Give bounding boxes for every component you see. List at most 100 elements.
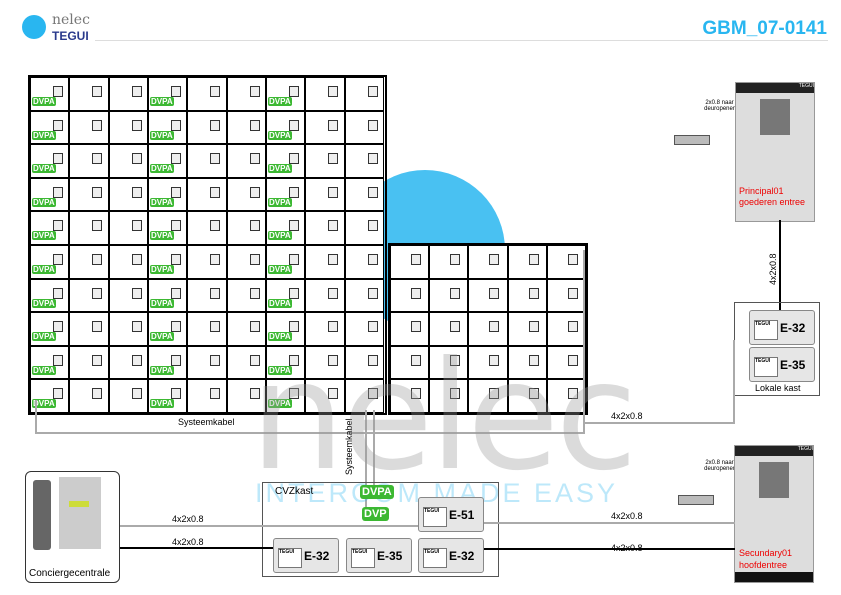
intercom-phone-icon [328, 321, 339, 333]
handset-icon [33, 480, 51, 550]
cable [483, 522, 735, 524]
apartment-cell [187, 245, 227, 279]
dvpa-label: DVPA [150, 97, 174, 106]
apartment-cell [305, 379, 345, 413]
intercom-phone-icon [131, 254, 142, 265]
system-cable [35, 400, 37, 434]
secondary-name: Secundary01 [739, 548, 793, 558]
dvpa-label: DVPA [32, 231, 56, 241]
apartment-cell [468, 379, 508, 413]
system-cable [35, 432, 585, 434]
logo-icon [22, 15, 46, 39]
panel-base [735, 572, 813, 582]
cable-label: 4x2x0.8 [611, 543, 643, 553]
apartment-cell [108, 379, 148, 413]
cable [733, 340, 735, 424]
dvpa-label: DVPA [150, 298, 174, 308]
intercom-phone-icon [367, 220, 378, 232]
dvpa-label: DVPA [268, 265, 292, 274]
dvpa-label: DVPA [150, 130, 174, 140]
intercom-phone-icon [210, 186, 221, 198]
intercom-phone-icon [367, 321, 378, 333]
intercom-phone-icon [289, 86, 299, 97]
apartment-cell [468, 312, 508, 346]
apartment-cell [429, 345, 469, 380]
apartment-cell [305, 110, 345, 145]
principal-name: Principal01 [739, 186, 784, 196]
intercom-phone-icon [171, 119, 181, 131]
intercom-phone-icon [489, 287, 500, 299]
concierge-station [25, 471, 120, 583]
apartment-cell [226, 110, 266, 145]
apartment-cell [507, 278, 547, 313]
apartment-cell [108, 77, 148, 111]
apartment-cell [546, 278, 586, 313]
apartment-cell [468, 278, 508, 313]
module-label: E-35 [780, 358, 806, 372]
document-id: GBM_07-0141 [702, 18, 827, 39]
intercom-phone-icon [53, 86, 63, 97]
system-cable [365, 410, 367, 515]
intercom-phone-icon [53, 354, 63, 366]
apartment-cell [69, 144, 109, 178]
apartment-cell [507, 379, 547, 413]
intercom-phone-icon [328, 220, 339, 232]
door-opener-icon [674, 135, 710, 145]
intercom-phone-icon [289, 321, 299, 333]
intercom-phone-icon [367, 86, 378, 97]
intercom-phone-icon [367, 354, 378, 366]
apartment-cell [546, 345, 586, 380]
dvpa-label: DVPA [268, 399, 292, 409]
apartment-cell [344, 278, 384, 313]
module-brand: TEGUI [423, 548, 447, 568]
cable-label: 4x2x0.8 [611, 511, 643, 521]
intercom-phone-icon [328, 119, 339, 131]
apartment-cell [187, 177, 227, 212]
intercom-phone-icon [53, 220, 63, 232]
intercom-phone-icon [210, 388, 221, 400]
dvpa-label: DVPA [150, 365, 174, 375]
module-label: E-35 [377, 549, 403, 563]
intercom-phone-icon [328, 153, 339, 165]
system-cable [373, 410, 375, 490]
intercom-phone-icon [92, 220, 103, 232]
apartment-cell [69, 77, 109, 111]
door-opener-icon [678, 495, 714, 505]
lokale-kast-label: Lokale kast [755, 383, 801, 393]
principal-door-panel: TEGUI [735, 82, 815, 222]
intercom-phone-icon [289, 186, 299, 198]
apartment-cell [69, 245, 109, 279]
apartment-cell [108, 110, 148, 145]
apartment-cell [507, 245, 547, 279]
intercom-phone-icon [210, 153, 221, 165]
apartment-cell [226, 345, 266, 380]
intercom-phone-icon [171, 153, 181, 165]
intercom-phone-icon [567, 254, 578, 265]
intercom-phone-icon [53, 186, 63, 198]
intercom-phone-icon [53, 119, 63, 131]
apartment-cell [390, 345, 430, 380]
intercom-phone-icon [328, 287, 339, 299]
intercom-phone-icon [489, 354, 500, 366]
intercom-phone-icon [367, 287, 378, 299]
apartment-cell [226, 312, 266, 346]
intercom-phone-icon [249, 220, 260, 232]
dvpa-label: DVPA [268, 130, 292, 140]
panel-brand: TEGUI [735, 446, 813, 456]
cable-label: 4x2x0.8 [172, 537, 204, 547]
apartment-cell [305, 245, 345, 279]
intercom-phone-icon [367, 254, 378, 265]
apartment-cell [429, 312, 469, 346]
intercom-phone-icon [210, 254, 221, 265]
dvpa-label: DVPA [32, 265, 56, 274]
apartment-cell [187, 144, 227, 178]
intercom-phone-icon [92, 321, 103, 333]
intercom-phone-icon [131, 287, 142, 299]
apartment-cell [226, 77, 266, 111]
dvpa-label: DVPA [32, 298, 56, 308]
apartment-cell [344, 379, 384, 413]
apartment-cell [429, 245, 469, 279]
